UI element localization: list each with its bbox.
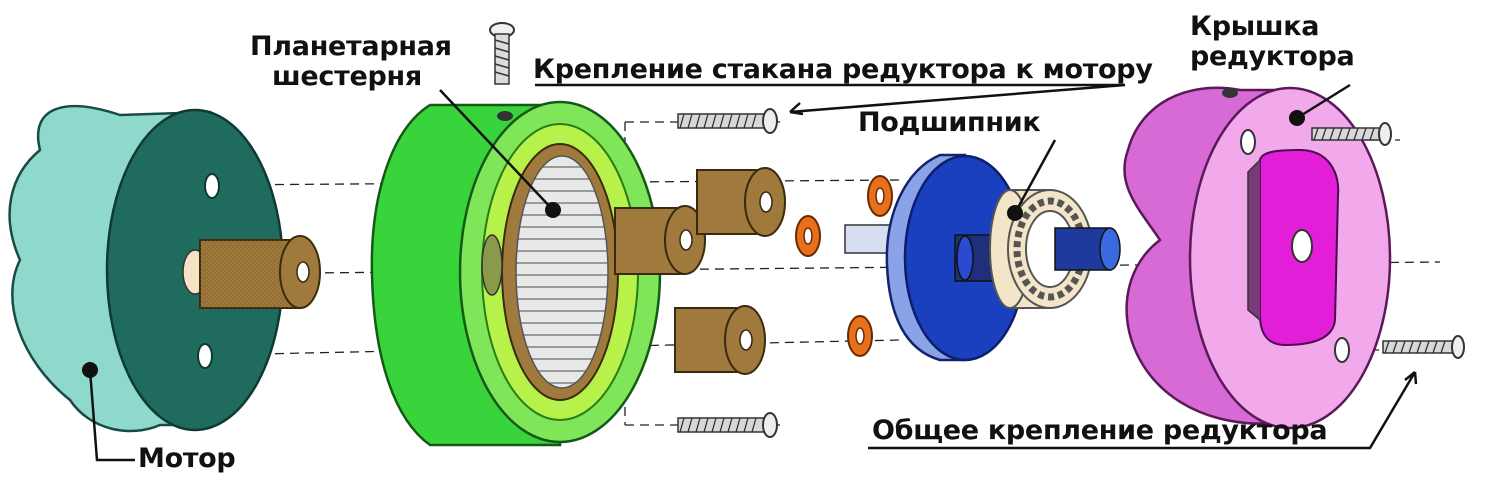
label-common-mount: Общее крепление редуктора bbox=[872, 415, 1328, 446]
cover-hole-bottom bbox=[1334, 337, 1350, 363]
label-planetary-gear-line2: шестерня bbox=[272, 61, 422, 92]
top-screw bbox=[489, 22, 515, 85]
housing-screw-top bbox=[677, 108, 778, 134]
ring-bore bbox=[481, 234, 503, 296]
cover-screw-notch bbox=[1222, 88, 1238, 98]
cover-screw-bottom bbox=[1382, 335, 1465, 359]
housing-mount-leader bbox=[535, 83, 1126, 116]
planetary-leader bbox=[439, 89, 554, 211]
cover-center-hole bbox=[1291, 229, 1313, 263]
label-housing-mount: Крепление стакана редуктора к мотору bbox=[533, 54, 1153, 85]
gearbox-cover bbox=[1123, 83, 1392, 430]
motor-hole-bottom bbox=[197, 343, 213, 369]
label-bearing: Подшипник bbox=[858, 107, 1041, 138]
motor-leader bbox=[88, 369, 135, 462]
bearing bbox=[989, 139, 1121, 309]
ring-gear-housing bbox=[370, 89, 662, 447]
common-mount-leader bbox=[868, 371, 1418, 450]
cover-leader bbox=[1296, 83, 1351, 120]
ring-screw-hole bbox=[497, 111, 513, 121]
planet-gear-mid bbox=[614, 205, 706, 275]
label-cover-line2: редуктора bbox=[1190, 41, 1355, 72]
cover-screw-top bbox=[1311, 122, 1392, 146]
housing-screw-bottom bbox=[677, 412, 778, 438]
planet-carrier bbox=[844, 153, 1027, 362]
motor-hole-top bbox=[204, 173, 220, 199]
motor-pinion bbox=[182, 235, 321, 309]
label-motor: Мотор bbox=[138, 443, 236, 474]
label-cover-line1: Крышка bbox=[1190, 11, 1320, 42]
label-planetary-gear-line1: Планетарная bbox=[250, 31, 452, 62]
bearing-leader bbox=[1013, 139, 1057, 214]
cover-hole-top bbox=[1240, 129, 1256, 155]
planet-gear-top bbox=[696, 167, 786, 237]
planet-gear-bottom bbox=[674, 305, 766, 375]
